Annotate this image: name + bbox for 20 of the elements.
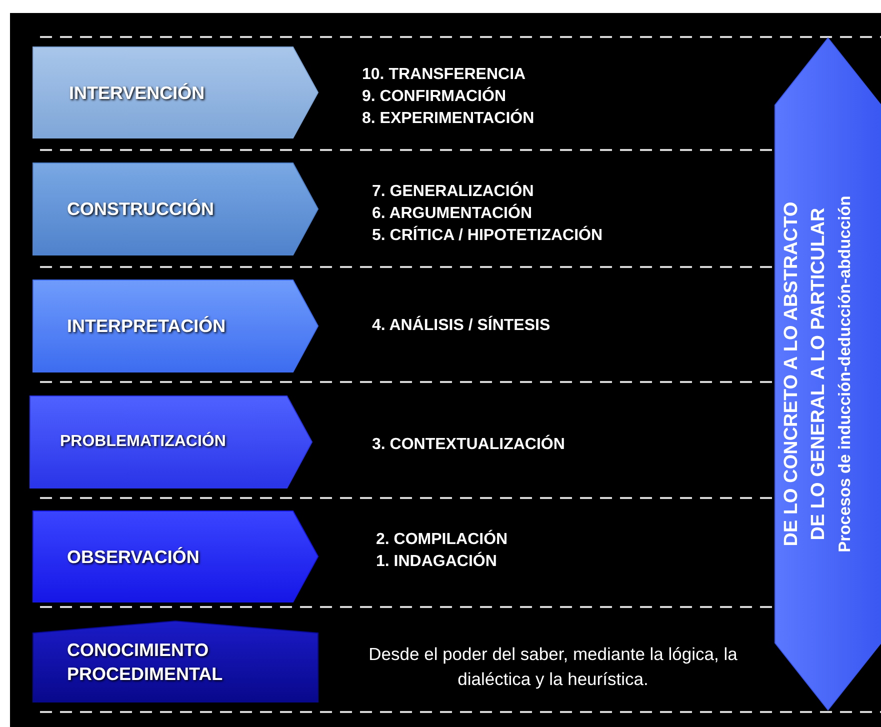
band-heading: DE LO GENERAL A LO PARTICULAR: [807, 206, 830, 542]
stage-label: CONOCIMIENTO PROCEDIMENTAL: [67, 638, 224, 686]
step-item: 4. ANÁLISIS / SÍNTESIS: [372, 315, 550, 336]
step-item: 2. COMPILACIÓN: [376, 529, 508, 550]
description-text: Desde el poder del saber, mediante la lógica, la dialéctica y la heurística.: [368, 643, 738, 691]
step-item: 1. INDAGACIÓN: [376, 551, 498, 572]
stage-label: INTERVENCIÓN: [69, 82, 206, 104]
step-item: 3. CONTEXTUALIZACIÓN: [372, 434, 565, 455]
step-item: 10. TRANSFERENCIA: [362, 65, 527, 85]
stage-label: PROBLEMATIZACIÓN: [60, 430, 227, 452]
stage-label: INTERPRETACIÓN: [67, 315, 227, 338]
step-item: 7. GENERALIZACIÓN: [372, 181, 535, 202]
stage-label: CONSTRUCCIÓN: [67, 198, 215, 221]
step-item: 9. CONFIRMACIÓN: [362, 86, 507, 107]
band-heading: DE LO CONCRETO A LO ABSTRACTO: [780, 200, 803, 548]
step-item: 8. EXPERIMENTACIÓN: [362, 108, 534, 129]
band-subtitle: Procesos de inducción-deducción-abducción: [835, 194, 855, 554]
step-item: 5. CRÍTICA / HIPOTETIZACIÓN: [372, 225, 603, 246]
step-item: 6. ARGUMENTACIÓN: [372, 203, 533, 224]
stage-label: OBSERVACIÓN: [67, 546, 200, 568]
